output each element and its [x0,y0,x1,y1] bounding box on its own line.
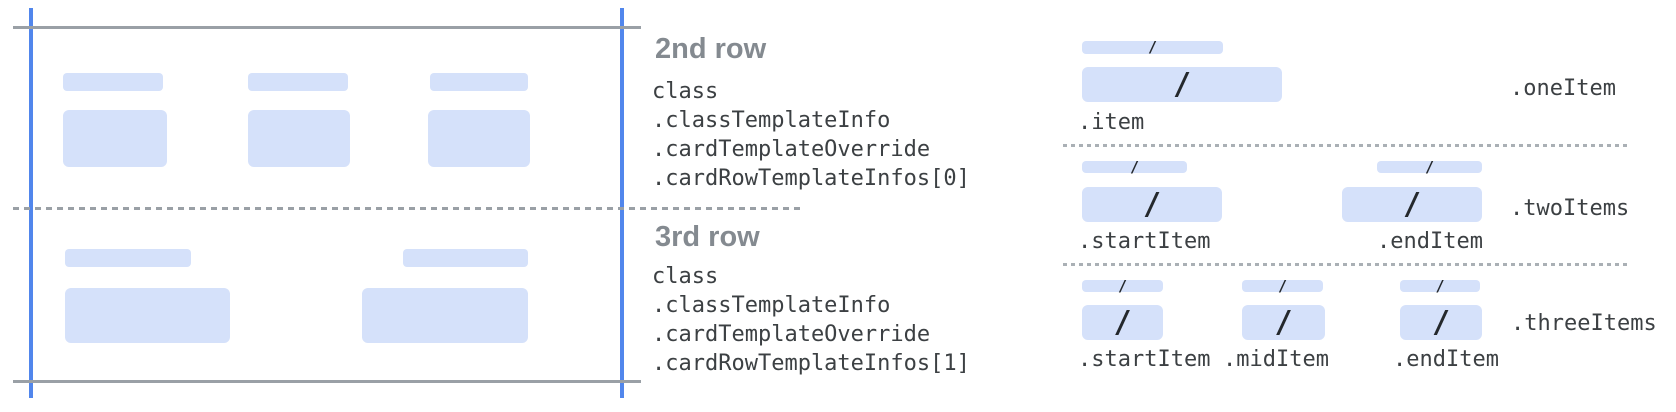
row-divider-dashed-line [13,207,800,210]
slash-glyph: / [1277,276,1288,295]
item-label: .startItem [1078,347,1211,372]
item-label: .midItem [1223,347,1329,372]
card-left-guide-line [29,8,33,398]
two-items-start-small-bar: / [1082,157,1187,176]
item-label: .item [1078,110,1145,135]
item-label: .startItem [1078,229,1211,254]
slash-glyph: / [1113,304,1132,340]
slash-glyph: / [1274,304,1293,340]
layout-name-label: .oneItem [1510,76,1616,101]
item-label: .endItem [1393,347,1499,372]
row3-code-line: class [652,264,719,289]
layout-name-label: .threeItems [1511,311,1657,336]
field-label-bar [65,249,191,267]
three-items-mid-small-bar: / [1242,276,1323,295]
three-items-start-large-bar: / [1082,305,1163,340]
two-items-start-large-bar: / [1082,187,1222,222]
three-items-end-small-bar: / [1400,276,1480,295]
field-label-bar [248,73,348,91]
row2-code-line: class [652,79,719,104]
field-label-bar [63,73,163,91]
field-value-bar [248,110,350,167]
row3-code-line: .cardTemplateOverride [652,322,931,347]
three-items-mid-large-bar: / [1242,305,1325,340]
row2-code-line: .cardRowTemplateInfos[0] [652,166,970,191]
two-items-end-large-bar: / [1342,187,1482,222]
row2-heading: 2nd row [655,33,767,65]
slash-glyph: / [1424,157,1435,176]
slash-glyph: / [1172,66,1192,102]
slash-glyph: / [1435,276,1445,295]
field-value-bar [63,110,167,167]
three-items-start-small-bar: / [1082,276,1163,295]
slash-glyph: / [1142,186,1162,222]
one-item-small-bar: / [1082,38,1223,56]
row3-code-line: .cardRowTemplateInfos[1] [652,351,970,376]
field-value-bar [65,288,230,343]
field-label-bar [403,249,528,267]
card-bottom-frame-line [13,380,641,383]
field-value-bar [362,288,528,343]
card-top-frame-line [13,26,641,29]
slash-glyph: / [1431,304,1451,340]
field-label-bar [430,73,528,91]
row3-heading: 3rd row [655,221,760,253]
row2-code-line: .cardTemplateOverride [652,137,931,162]
row2-code-line: .classTemplateInfo [652,108,891,133]
layout-divider-dotted-line [1063,144,1630,147]
three-items-end-large-bar: / [1400,305,1482,340]
item-label: .endItem [1377,229,1483,254]
one-item-large-bar: / [1082,67,1282,102]
slash-glyph: / [1129,157,1140,176]
two-items-end-small-bar: / [1377,157,1482,176]
layout-divider-dotted-line [1063,263,1630,266]
row3-code-line: .classTemplateInfo [652,293,891,318]
slash-glyph: / [1402,186,1422,222]
layout-name-label: .twoItems [1510,196,1630,221]
field-value-bar [428,110,530,167]
slash-glyph: / [1147,38,1158,56]
slash-glyph: / [1117,276,1128,295]
card-right-guide-line [620,8,624,398]
